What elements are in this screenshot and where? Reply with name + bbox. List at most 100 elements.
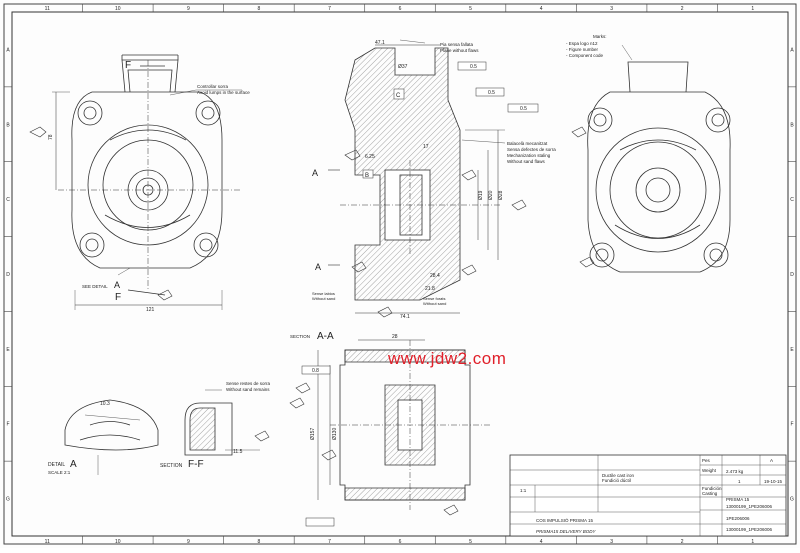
frame-column-label: 3 (610, 6, 613, 12)
top-tol-2: 0.5 (488, 90, 495, 96)
frame-row-label: F (6, 422, 9, 428)
frame-column-label: 6 (399, 6, 402, 12)
front-note-line-1: Controllar sorra (197, 84, 229, 89)
section-ff-note-1: Sense restes de sorra (226, 381, 271, 386)
front-section-label-f-bottom: F (115, 292, 121, 303)
frame-row-label: A (6, 47, 10, 53)
aa-dim-inner: Ø130 (332, 428, 338, 440)
tb-quantity: 1 (738, 479, 741, 484)
tb-title-en: PRISMA15 DELIVERY BODY (536, 529, 597, 534)
front-tolerance-markers (29, 126, 173, 301)
top-section-label-a-right: A (315, 262, 321, 272)
frame-column-label: 11 (45, 539, 50, 545)
ff-tolerance-markers (254, 397, 305, 442)
top-right-note-3: Mechanization staling (507, 153, 551, 158)
frame-row-label: F (790, 422, 793, 428)
tb-title-ca: COS IMPULSIÓ PRISMA 15 (536, 517, 594, 523)
frame-column-label: 1 (751, 6, 754, 12)
inner-border (11, 11, 789, 537)
top-tol-1: 0.5 (470, 64, 477, 70)
top-dim-28: 28.4 (430, 273, 440, 279)
top-dim-47: 47.1 (375, 40, 385, 46)
frame-row-label: G (6, 497, 10, 503)
top-tolerance-markers (344, 149, 527, 318)
tb-scale: 1:1 (520, 488, 527, 493)
top-section-tolerance-frames (362, 61, 539, 179)
section-ff-dim: 11.5 (233, 449, 243, 455)
top-bottom-left-note-2: Without sand (312, 296, 335, 301)
frame-column-label: 11 (45, 6, 50, 12)
top-note-2: Plane without flaws (440, 48, 479, 53)
frame-column-label: 4 (540, 539, 543, 545)
tb-product: PRISMA 15 (726, 497, 750, 502)
front-dim-height: 78 (48, 134, 54, 140)
top-bottom-left-note-1: Sense labios (312, 291, 335, 296)
tb-code-2: 1PE206006 (726, 516, 750, 521)
frame-column-label: 2 (681, 539, 684, 545)
frame-column-label: 6 (399, 539, 402, 545)
frame-column-label: 10 (115, 539, 121, 545)
section-ff-note-2: Without sand remains (226, 387, 270, 392)
top-dim-d1: Ø19 (478, 190, 484, 200)
tb-material-spec: Fundició dúctil (602, 478, 631, 483)
top-dim-74: 74.1 (400, 314, 410, 320)
top-datum-c: C (396, 93, 401, 99)
tb-row-1: Fundición (702, 486, 722, 491)
top-dim-d3: Ø28 (498, 190, 504, 200)
aa-tolerance-frame (301, 365, 335, 527)
top-note-1: Pia sensa fallata (440, 42, 474, 47)
front-detail-label-a: A (114, 280, 120, 290)
top-right-note-1: Balacelà mecanitzat (507, 141, 548, 146)
tb-row-3: Pes (702, 458, 711, 463)
frame-column-label: 9 (187, 539, 190, 545)
watermark-text: www.jdw2.com (388, 349, 507, 368)
frame-column-label: 3 (610, 539, 613, 545)
frame-column-label: 7 (328, 539, 331, 545)
frame-column-label: 5 (469, 539, 472, 545)
top-dim-d2: Ø20 (488, 190, 494, 200)
top-right-note-4: Without sand flaws (507, 159, 546, 164)
frame-row-label: C (6, 197, 10, 203)
back-marks-4: - Component code (566, 53, 604, 58)
aa-dim-top: 28 (392, 334, 398, 340)
top-section-view (328, 39, 506, 314)
frame-row-label: E (790, 347, 794, 353)
tb-row-2: Casting (702, 491, 718, 496)
frame-row-label: C (790, 197, 794, 203)
top-bottom-right-note-1: Sense forats (423, 296, 445, 301)
frame-row-label: B (6, 122, 10, 128)
section-aa-view (317, 339, 490, 510)
front-dim-width: 121 (146, 307, 155, 313)
frame-row-label: D (6, 272, 10, 278)
section-aa-label: A-A (317, 331, 334, 342)
front-see-detail: SEE DETAIL (82, 284, 108, 289)
frame-column-label: 10 (115, 6, 121, 12)
tb-weight: 2.473 kg (726, 469, 744, 474)
front-note-line-2: Avoid lumps in the surface (197, 90, 250, 95)
frame-row-label: B (790, 122, 794, 128)
frame-column-label: 8 (258, 539, 261, 545)
frame-column-label: 7 (328, 6, 331, 12)
frame-row-label: E (6, 347, 10, 353)
back-marks-1: Marks: (593, 34, 607, 39)
top-datum-b: B (365, 173, 369, 179)
detail-a-dim: 10.3 (100, 401, 110, 407)
tb-revision: A (770, 458, 773, 463)
frame-column-label: 5 (469, 6, 472, 12)
detail-a-view (64, 399, 159, 475)
frame-column-label: 1 (751, 539, 754, 545)
top-right-note-2: Sensa defectes de sorra (507, 147, 556, 152)
back-view (587, 44, 731, 273)
section-ff-view (184, 389, 260, 456)
frame-row-label: G (790, 497, 794, 503)
top-dim-21: 21.8 (425, 286, 435, 292)
tb-material: Ductile cast iron (602, 473, 635, 478)
top-tol-3: 0.5 (520, 106, 527, 112)
outer-border (3, 3, 797, 545)
detail-a-scale: SCALE 2:1 (48, 470, 71, 475)
top-dim-17: 17 (423, 144, 429, 150)
